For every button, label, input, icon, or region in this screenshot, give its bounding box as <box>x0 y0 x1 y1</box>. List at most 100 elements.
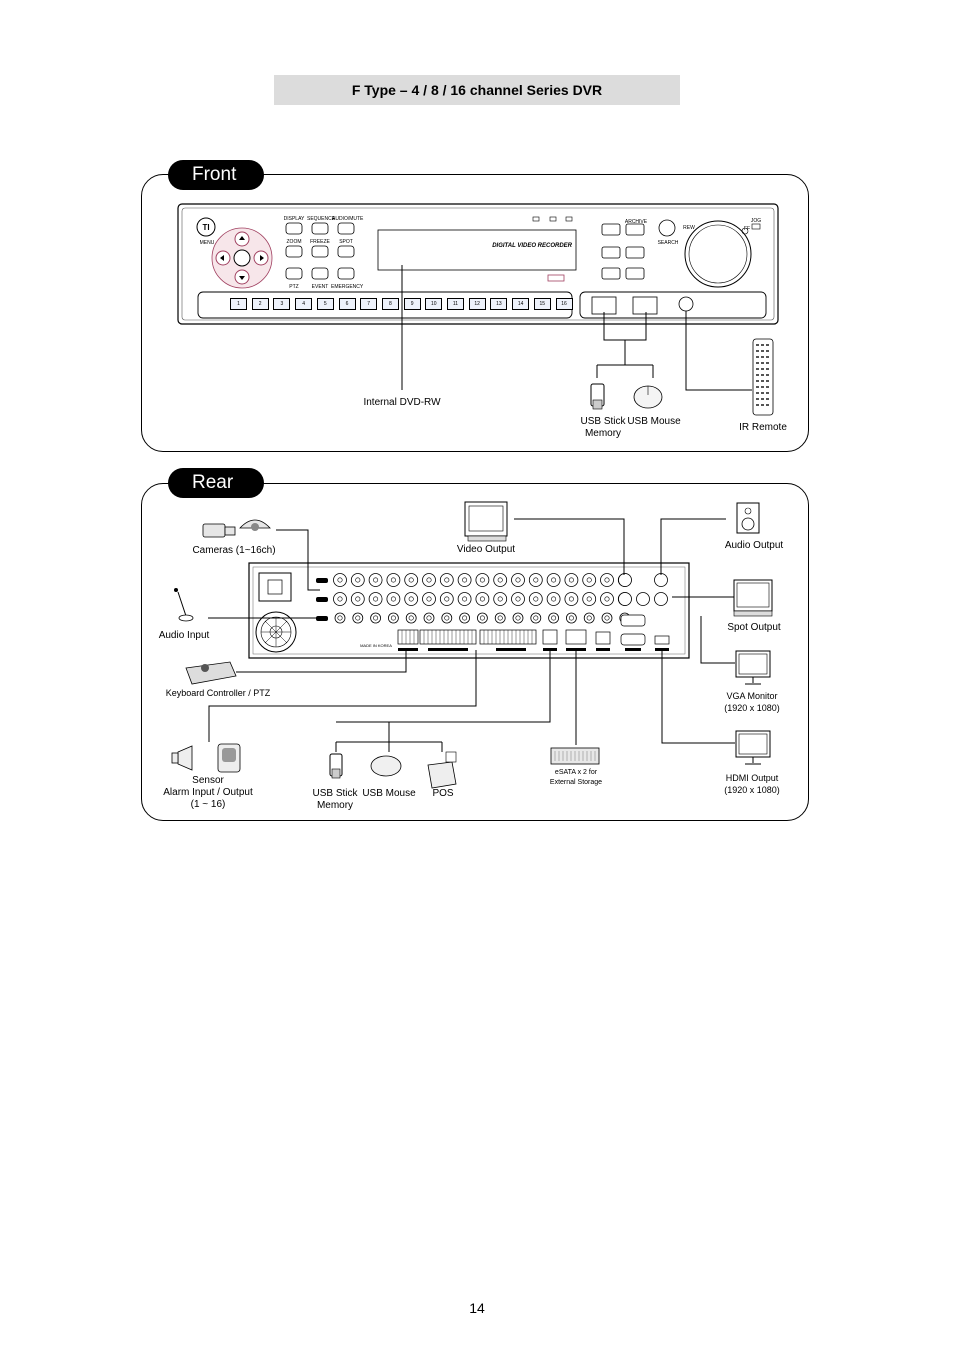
output-bnc-connector <box>654 592 668 606</box>
ff-label: FF <box>743 226 751 232</box>
bnc-connector-core <box>551 596 557 602</box>
event-label: EVENT <box>311 284 329 290</box>
spot-label: SPOT <box>339 239 353 245</box>
channel-button-16[interactable]: 16 <box>555 298 573 310</box>
bnc-connector-core <box>479 577 485 583</box>
section-title: F Type – 4 / 8 / 16 channel Series DVR <box>274 75 680 105</box>
keyboard-label: Keyboard Controller / PTZ <box>165 688 271 698</box>
bnc-connector-core <box>373 615 379 621</box>
rew-label: REW <box>683 225 695 231</box>
search-label: SEARCH <box>657 240 679 246</box>
bnc-connector-core <box>373 577 379 583</box>
rear-device-drawing <box>171 501 773 789</box>
channel-button-5[interactable]: 5 <box>316 298 334 310</box>
channel-button-11[interactable]: 11 <box>447 298 464 310</box>
display-label: DISPLAY <box>283 216 305 222</box>
bnc-connector-core <box>533 577 539 583</box>
channel-button-4[interactable]: 4 <box>295 298 313 310</box>
bnc-connector-core <box>444 596 450 602</box>
bnc-connector-core <box>355 577 361 583</box>
bnc-connector-core <box>426 596 432 602</box>
bnc-connector-core <box>497 596 503 602</box>
device-brand-label: DIGITAL VIDEO RECORDER <box>492 243 572 249</box>
ptz-label: PTZ <box>289 284 299 290</box>
bnc-connector-core <box>533 596 539 602</box>
emergency-label: EMERGENCY <box>331 284 364 290</box>
bnc-connector-core <box>408 615 414 621</box>
channel-button-1[interactable]: 1 <box>230 298 247 310</box>
bnc-connector-core <box>390 577 396 583</box>
cameras-label: Cameras (1~16ch) <box>192 545 276 556</box>
made-in-label: MADE IN KOREA <box>360 643 392 648</box>
bnc-connector-core <box>568 596 574 602</box>
bnc-connector-core <box>586 615 592 621</box>
sequence-label: SEQUENCE <box>307 216 336 222</box>
audio-output-label: Audio Output <box>724 540 784 551</box>
page-number: 14 <box>469 1300 485 1316</box>
bnc-connector-core <box>497 615 503 621</box>
output-bnc-connector <box>618 573 632 587</box>
vga-monitor-label: VGA Monitor (1920 x 1080) <box>724 691 780 713</box>
rear-panel <box>141 483 809 821</box>
menu-label: MENU <box>199 240 215 246</box>
bnc-connector-core <box>426 615 432 621</box>
bnc-connector-core <box>551 615 557 621</box>
bnc-connector-core <box>604 615 610 621</box>
bnc-connector-core <box>462 577 468 583</box>
channel-button-9[interactable]: 9 <box>403 298 421 310</box>
bnc-connector-core <box>355 596 361 602</box>
bnc-connector-core <box>337 615 343 621</box>
channel-button-8[interactable]: 8 <box>381 298 399 310</box>
output-bnc-connector <box>654 573 668 587</box>
channel-button-15[interactable]: 15 <box>533 298 551 310</box>
channel-button-6[interactable]: 6 <box>338 298 356 310</box>
front-usb-stick-label: USB Stick Memory <box>580 416 626 439</box>
sensor-label: Sensor Alarm Input / Output (1 ~ 16) <box>163 775 253 810</box>
bnc-connector-core <box>586 577 592 583</box>
pos-label: POS <box>432 788 454 799</box>
channel-button-3[interactable]: 3 <box>273 298 291 310</box>
front-tab: Front <box>168 160 264 190</box>
front-usb-mouse-label: USB Mouse <box>627 416 681 427</box>
channel-button-13[interactable]: 13 <box>490 298 508 310</box>
front-device-drawing: TI <box>177 203 779 416</box>
jog-label: JOG <box>750 218 762 224</box>
audio-input-label: Audio Input <box>158 630 210 641</box>
spot-output-label: Spot Output <box>727 622 781 633</box>
channel-button-7[interactable]: 7 <box>360 298 378 310</box>
hdmi-output-label: HDMI Output (1920 x 1080) <box>724 773 780 795</box>
zoom-label: ZOOM <box>286 239 302 245</box>
bnc-connector-core <box>604 596 610 602</box>
bnc-connector-core <box>426 577 432 583</box>
freeze-label: FREEZE <box>310 239 330 245</box>
bnc-connector-core <box>373 596 379 602</box>
dvd-rw-label: Internal DVD-RW <box>363 397 441 408</box>
ir-remote-label: IR Remote <box>739 422 787 433</box>
audio-label: AUDIO/MUTE <box>332 216 364 222</box>
bnc-connector-core <box>444 615 450 621</box>
section-title-text: F Type – 4 / 8 / 16 channel Series DVR <box>351 82 603 98</box>
esata-label: eSATA x 2 for External Storage <box>549 769 603 786</box>
bnc-connector-core <box>533 615 539 621</box>
bnc-connector-core <box>568 615 574 621</box>
bnc-connector-core <box>479 615 485 621</box>
bnc-connector-core <box>551 577 557 583</box>
video-output-label: Video Output <box>456 544 516 555</box>
output-bnc-connector <box>636 592 650 606</box>
output-bnc-connector <box>618 592 632 606</box>
bnc-connector-core <box>515 596 521 602</box>
archive-label: ARCHIVE <box>624 219 648 225</box>
channel-button-2[interactable]: 2 <box>251 298 269 310</box>
channel-button-14[interactable]: 14 <box>512 298 530 310</box>
rear-usb-mouse-label: USB Mouse <box>362 788 416 799</box>
bnc-connector-core <box>515 577 521 583</box>
front-panel <box>141 174 809 452</box>
channel-button-10[interactable]: 10 <box>425 298 443 310</box>
svg-text:TI: TI <box>202 223 209 232</box>
rear-tab: Rear <box>168 468 264 498</box>
bnc-connector-core <box>462 615 468 621</box>
bnc-connector-core <box>604 577 610 583</box>
channel-button-12[interactable]: 12 <box>468 298 486 310</box>
bnc-connector-core <box>497 577 503 583</box>
